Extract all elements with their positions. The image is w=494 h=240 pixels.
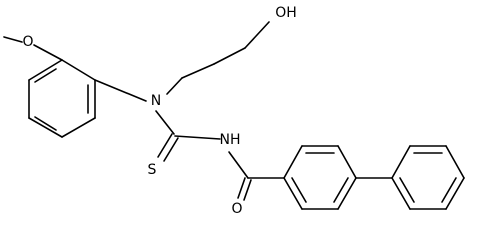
hydroxyl-label: OH [275, 5, 297, 21]
aryl-n-bond [94, 79, 147, 102]
mid-ring-bond-6 [283, 177, 303, 210]
right-ring-inner-2 [441, 177, 457, 203]
amide-nh-label: NH [220, 132, 241, 148]
chain-bond-3 [244, 21, 270, 49]
methoxy-oxygen-label: O [22, 34, 33, 50]
mid-ring-bond-3 [337, 145, 357, 179]
right-ring-inner-3 [399, 177, 415, 203]
carbonyl-oxygen-label: O [231, 201, 242, 217]
c-s-double-b [163, 137, 179, 162]
chain-bond-1 [181, 63, 215, 79]
mid-ring-inner-2 [333, 177, 349, 203]
bonds [3, 21, 465, 210]
left-ring-inner-2 [34, 116, 57, 131]
right-ring-bond-4 [445, 177, 465, 210]
structure-diagram: OH O N NH S O [3, 5, 465, 217]
c-o-double-b [243, 179, 252, 201]
c-s-double-a [157, 133, 173, 158]
left-ring-bond-1 [61, 59, 96, 81]
c-o-double-a [237, 177, 246, 199]
thione-sulfur-label: S [148, 162, 157, 178]
left-ring-bond-4 [28, 117, 63, 138]
atom-labels: OH O N NH S O [22, 5, 296, 217]
n-chain-bond [166, 77, 183, 95]
c-nh-bond [174, 135, 221, 140]
left-ring-bond-6 [28, 59, 63, 81]
molecule-drawing: OH O N NH S O [3, 5, 465, 217]
right-ring-bond-6 [391, 177, 411, 210]
left-ring-inner-3 [34, 68, 57, 83]
chain-bond-2 [213, 47, 246, 65]
right-ring-bond-1 [391, 145, 411, 179]
left-ring-bond-3 [61, 117, 96, 138]
o-aryl-bond [33, 44, 63, 61]
mid-ring-inner-3 [291, 177, 307, 203]
right-ring-bond-3 [445, 145, 465, 179]
nh-c-bond [228, 151, 249, 179]
mid-ring-bond-1 [283, 145, 303, 179]
methyl-o-bond [3, 36, 23, 43]
n-c-bond [155, 110, 175, 135]
mid-ring-bond-4 [337, 177, 357, 210]
amine-nitrogen-label: N [151, 93, 161, 109]
